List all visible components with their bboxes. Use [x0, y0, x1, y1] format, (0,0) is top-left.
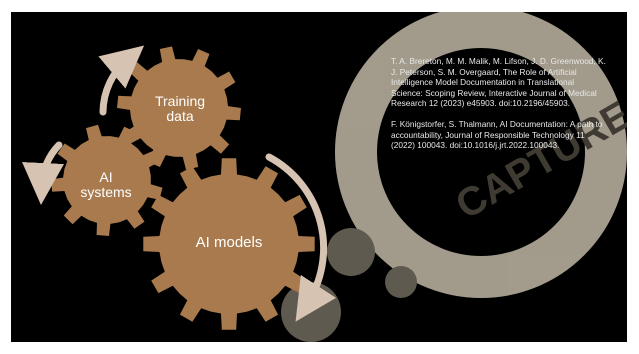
diagram-canvas: CAPTURE: [22, 12, 627, 342]
slide: CAPTURE Training data AI systems AI mode…: [11, 12, 627, 342]
reference-1: T. A. Brereton, M. M. Malik, M. Lifson, …: [391, 56, 606, 109]
gear-ai-models: [143, 158, 315, 330]
gear-ai-systems: [51, 124, 163, 236]
arrow-systems-left: [22, 141, 65, 205]
arrow-systems-to-training: [98, 45, 145, 116]
watermark-dot: [327, 228, 375, 276]
reference-2: F. Königstorfer, S. Thalmann, AI Documen…: [391, 119, 603, 151]
arrow-models-cycle: [265, 153, 337, 322]
references: T. A. Brereton, M. M. Malik, M. Lifson, …: [391, 56, 606, 161]
gear-label-ai-models: AI models: [195, 234, 263, 251]
watermark-ring: [335, 12, 627, 298]
gear-label-ai-systems: AI systems: [80, 169, 132, 200]
watermark-dot: [385, 266, 417, 298]
gear-training-data: [117, 46, 241, 170]
gear-label-training-data: Training data: [154, 93, 206, 124]
